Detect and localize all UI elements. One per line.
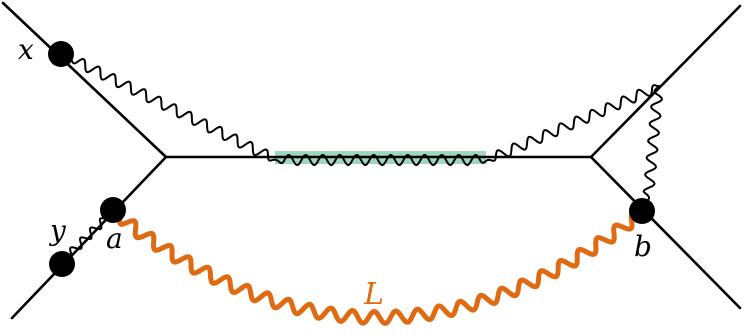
label-x: x	[18, 33, 34, 66]
loop-L	[115, 211, 643, 326]
label-y: y	[48, 214, 67, 247]
straight-lines	[1, 1, 742, 320]
vertex-y	[49, 251, 75, 277]
label-b: b	[634, 230, 652, 263]
vertices	[48, 41, 655, 277]
photon-right-to-b	[642, 85, 663, 201]
label-L: L	[363, 277, 384, 312]
vertex-x	[48, 41, 74, 67]
photon-central	[275, 154, 489, 166]
photon-x-to-center	[69, 57, 277, 162]
lower-left-leg	[10, 155, 168, 320]
photon-center-to-right	[487, 84, 661, 162]
upper-left-leg	[1, 1, 168, 159]
label-a: a	[106, 222, 123, 255]
lower-right-leg	[589, 155, 742, 310]
upper-right-leg	[589, 4, 742, 159]
vertex-b	[629, 198, 655, 224]
wavy-lines	[65, 57, 663, 326]
vertex-a	[100, 197, 126, 223]
photon-y-to-a	[65, 215, 109, 259]
